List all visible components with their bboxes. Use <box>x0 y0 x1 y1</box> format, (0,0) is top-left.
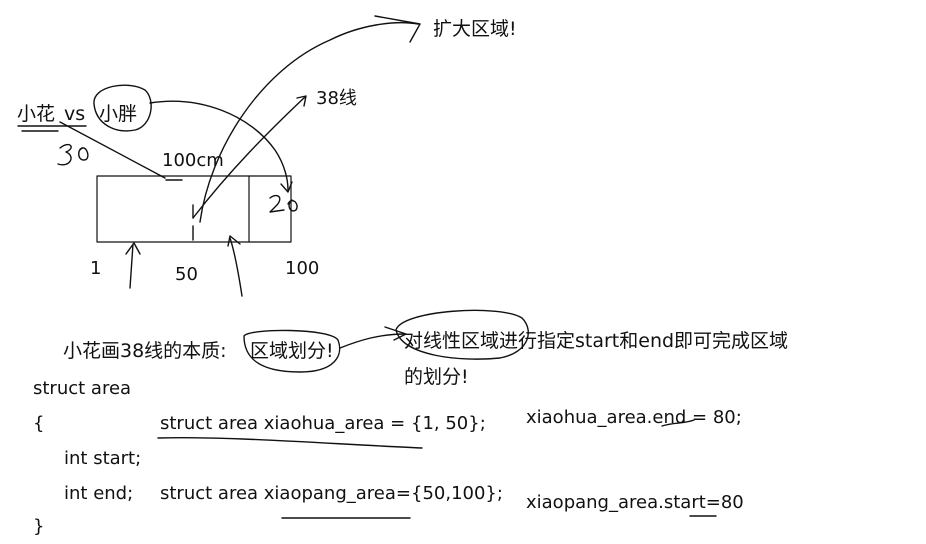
scribble-20 <box>269 194 298 213</box>
code-xiaohua-init: struct area xiaohua_area = {1, 50}; <box>160 413 486 434</box>
width-label: 100cm <box>162 150 224 171</box>
expand-arrowhead <box>374 15 421 43</box>
tick-1-label: 1 <box>90 258 102 279</box>
vs-label: vs <box>64 103 86 125</box>
code-xiaopang-init: struct area xiaopang_area={50,100}; <box>160 483 503 504</box>
xiaohua-area-underline <box>157 436 423 449</box>
essence-prefix: 小花画38线的本质: <box>63 340 227 362</box>
boxed-to-explain-arrow <box>339 333 406 349</box>
xiaohua-label: 小花 <box>17 103 56 125</box>
expand-label: 扩大区域! <box>433 18 517 40</box>
code-open-brace: { <box>33 413 45 434</box>
code-close-brace: } <box>33 516 45 537</box>
scribble-80 <box>57 143 89 166</box>
explain-line-1: 对线性区域进行指定start和end即可完成区域 <box>404 330 789 352</box>
essence-boxed: 区域划分! <box>250 340 334 362</box>
code-field-end: int end; <box>64 483 134 504</box>
xiaohua-line <box>59 121 166 179</box>
xiaopang-label: 小胖 <box>99 103 138 125</box>
xiaohua-underline <box>17 125 87 132</box>
tick-50-label: 50 <box>175 264 198 285</box>
line38-label: 38线 <box>316 88 357 109</box>
middle-dash <box>165 179 194 241</box>
right-arrow <box>227 235 243 297</box>
expand-arrow <box>199 21 419 223</box>
region-box <box>96 175 292 243</box>
xiaopang-arrowhead <box>280 181 293 193</box>
code-xiaohua-assign: xiaohua_area.end = 80; <box>526 407 742 428</box>
code-struct-decl: struct area <box>33 378 132 399</box>
left-arrow <box>125 242 141 289</box>
tick-100-label: 100 <box>285 258 320 279</box>
boxed-to-explain-head <box>384 326 407 341</box>
line38-arrowhead <box>296 95 307 107</box>
code-xiaopang-assign: xiaopang_area.start=80 <box>526 492 744 513</box>
explain-line-2: 的划分! <box>404 366 469 388</box>
code-field-start: int start; <box>64 448 142 469</box>
xiaopang-arrow <box>149 100 289 191</box>
